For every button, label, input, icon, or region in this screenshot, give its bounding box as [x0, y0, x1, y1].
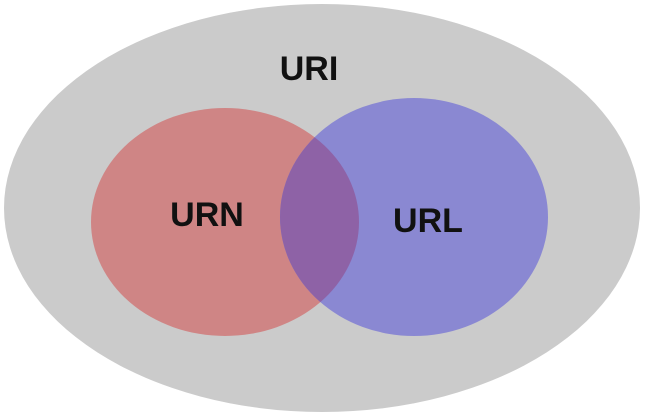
urn-circle [91, 108, 359, 336]
uri-label: URI [280, 50, 339, 88]
url-label: URL [393, 202, 463, 240]
urn-label: URN [170, 196, 244, 234]
url-circle [280, 98, 548, 336]
